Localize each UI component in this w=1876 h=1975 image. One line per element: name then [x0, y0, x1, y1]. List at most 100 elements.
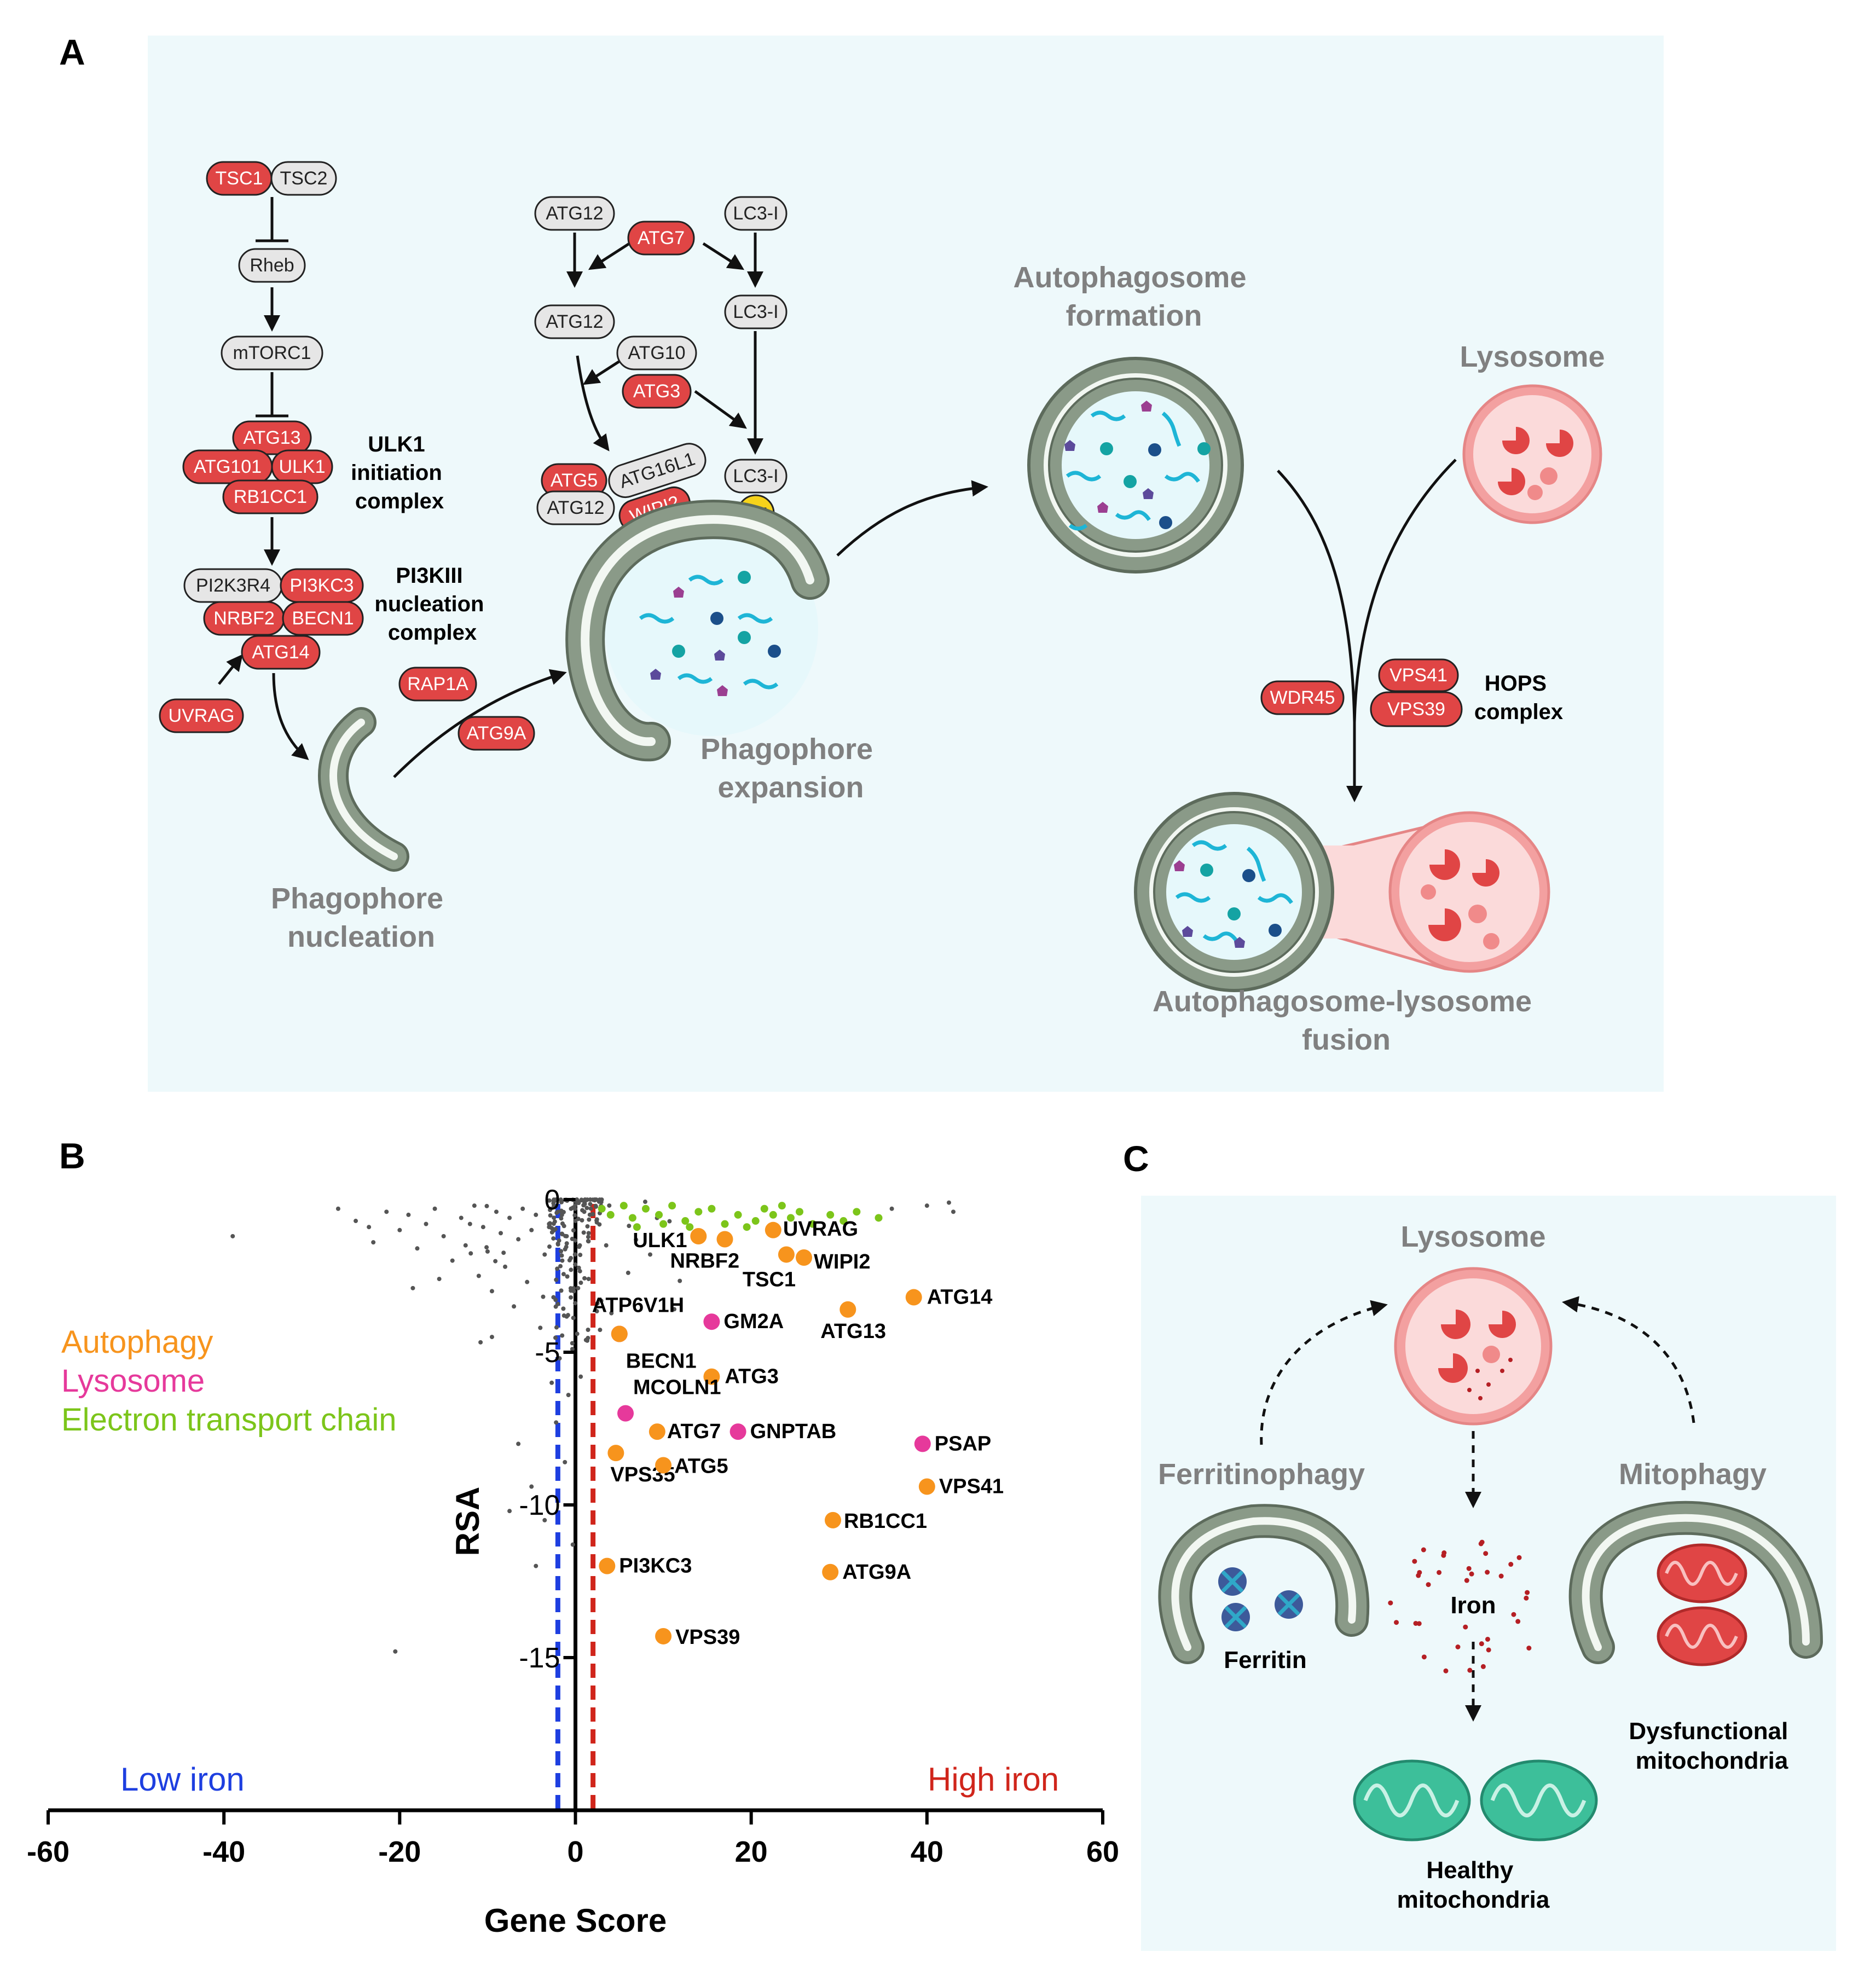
iron-dot: [1421, 1654, 1427, 1660]
background-point: [557, 1356, 562, 1361]
background-point: [489, 1335, 494, 1340]
etc-point: [633, 1223, 641, 1231]
background-point: [576, 1217, 581, 1221]
svg-text:ATG14: ATG14: [252, 642, 309, 663]
healthy-mitochondria-icon: [1353, 1759, 1598, 1841]
background-point: [441, 1233, 446, 1238]
background-point: [924, 1203, 929, 1208]
background-point: [634, 1237, 639, 1242]
background-point: [594, 1218, 599, 1223]
gene-atg101: ATG101: [182, 449, 273, 484]
etc-point: [598, 1204, 606, 1213]
iron-dot: [1441, 1553, 1446, 1558]
label-atg7: ATG7: [667, 1420, 721, 1443]
svg-text:ATG12: ATG12: [547, 497, 604, 518]
svg-text:mTORC1: mTORC1: [233, 343, 311, 363]
point-pi3kc3: [599, 1557, 616, 1574]
background-point: [587, 1217, 592, 1222]
phagophore-expansion: [565, 500, 830, 762]
background-point: [554, 1277, 559, 1282]
healthy-mitochondria-label: Healthy mitochondria: [1397, 1857, 1550, 1913]
label-mcoln1: MCOLN1: [633, 1376, 721, 1399]
background-point: [586, 1277, 591, 1282]
background-point: [548, 1213, 553, 1218]
etc-point: [721, 1220, 729, 1228]
background-point: [595, 1301, 600, 1306]
etc-point: [686, 1223, 694, 1231]
lipidation-arrows: [566, 233, 763, 455]
background-point: [598, 1328, 603, 1333]
panel-b: B Autophagy Lysosome Electron transport …: [27, 1136, 1119, 1939]
background-point: [493, 1259, 498, 1264]
etc-point: [681, 1217, 690, 1225]
iron-label: Iron: [1450, 1592, 1496, 1619]
label-vps41: VPS41: [939, 1475, 1004, 1498]
autophagosome: [1027, 357, 1244, 574]
label-tsc1: TSC1: [743, 1268, 796, 1291]
point-gnptab: [729, 1423, 746, 1440]
gene-lc3-c: LC3-I: [724, 459, 788, 494]
background-point: [946, 1200, 951, 1205]
background-point: [561, 1306, 566, 1311]
background-point: [570, 1347, 575, 1352]
background-point: [678, 1278, 682, 1283]
background-point: [573, 1203, 578, 1208]
x-tick-label: -60: [27, 1835, 70, 1868]
background-point: [586, 1327, 590, 1332]
hops-complex-label: HOPS complex: [1474, 671, 1563, 724]
y-tick-label: 0: [545, 1184, 560, 1216]
background-point: [367, 1225, 372, 1230]
background-point: [393, 1649, 398, 1654]
gene-becn1: BECN1: [282, 601, 364, 636]
ferritinophagy-phagophore: [1158, 1504, 1370, 1664]
svg-text:ATG13: ATG13: [243, 427, 300, 448]
background-point: [571, 1228, 576, 1233]
iron-dot: [1416, 1621, 1422, 1626]
iron-dot: [1426, 1582, 1431, 1588]
svg-text:ATG3: ATG3: [633, 381, 680, 402]
background-point: [570, 1341, 575, 1346]
y-tick-label: -15: [519, 1642, 560, 1674]
background-point: [604, 1243, 609, 1248]
background-point: [588, 1202, 593, 1207]
etc-point: [778, 1202, 786, 1210]
iron-dot: [1388, 1600, 1393, 1606]
gene-rap1a: RAP1A: [398, 667, 477, 702]
background-point: [485, 1249, 490, 1254]
etc-point: [743, 1223, 751, 1231]
iron-dot: [1455, 1644, 1461, 1649]
gene-atg3: ATG3: [622, 374, 692, 409]
background-point: [593, 1197, 598, 1202]
background-point: [572, 1213, 577, 1218]
mitophagy-phagophore: [1568, 1501, 1823, 1666]
background-point: [572, 1206, 577, 1211]
iron-dot: [1483, 1551, 1489, 1556]
label-vps39: VPS39: [675, 1626, 740, 1649]
iron-dot: [1515, 1619, 1521, 1624]
label-pi3kc3: PI3KC3: [619, 1555, 692, 1578]
cargo-expansion: [639, 571, 781, 696]
etc-point: [769, 1211, 777, 1219]
etc-point: [839, 1217, 848, 1225]
svg-text:PI3KC3: PI3KC3: [289, 575, 354, 596]
mitophagy-label: Mitophagy: [1619, 1458, 1767, 1491]
etc-point: [786, 1214, 795, 1222]
svg-text:PI2K3R4: PI2K3R4: [196, 575, 270, 596]
background-point: [581, 1230, 586, 1235]
gene-atg12-c: ATG12: [536, 490, 615, 525]
background-point: [555, 1266, 560, 1271]
legend-autophagy: Autophagy: [61, 1324, 213, 1360]
background-point: [529, 1484, 534, 1489]
label-rb1cc1: RB1CC1: [844, 1510, 927, 1533]
background-point: [558, 1264, 563, 1269]
background-point: [371, 1240, 376, 1245]
legend-etc: Electron transport chain: [61, 1402, 397, 1438]
gene-mtorc1: mTORC1: [221, 335, 323, 370]
iron-dot: [1443, 1668, 1449, 1673]
background-point: [503, 1264, 508, 1269]
background-point: [585, 1224, 590, 1229]
gene-lc3-a: LC3-I: [724, 196, 788, 231]
background-point: [582, 1202, 587, 1207]
svg-text:TSC2: TSC2: [280, 168, 328, 189]
